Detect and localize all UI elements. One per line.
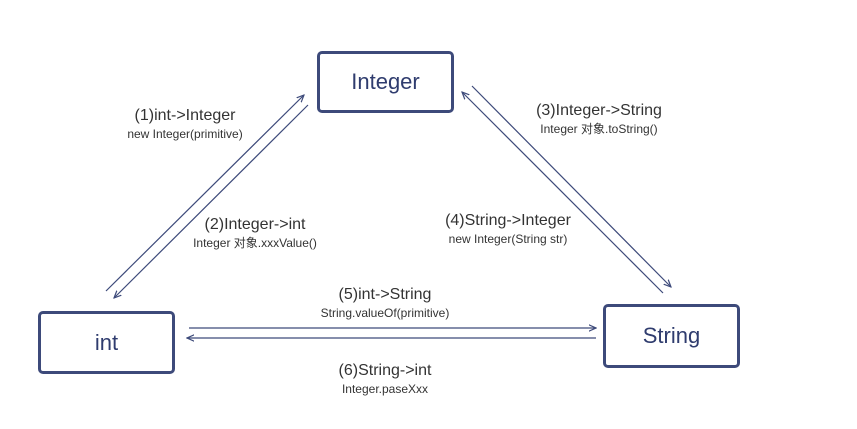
edge-detail: Integer.paseXxx [341, 382, 429, 396]
edge-title: (3)Integer->String [536, 102, 662, 119]
arrow-int-to-integer [105, 95, 304, 292]
arrow-integer-to-string [471, 85, 671, 287]
edge-detail: new Integer(String str) [448, 232, 568, 246]
arrow-string-to-integer [462, 92, 664, 294]
edge-detail: Integer 对象.toString() [540, 122, 658, 136]
node-string-label: String [642, 323, 701, 348]
edge-title: (6)String->int [338, 362, 432, 379]
node-string: String [603, 304, 740, 368]
edge-label-string-to-integer: (4)String->Integer new Integer(String st… [418, 211, 598, 247]
node-int: int [38, 311, 175, 374]
edge-label-int-to-string: (5)int->String String.valueOf(primitive) [290, 285, 480, 321]
edge-label-integer-to-int: (2)Integer->int Integer 对象.xxxValue() [162, 215, 348, 251]
edge-detail: Integer 对象.xxxValue() [193, 236, 317, 250]
edge-title: (5)int->String [338, 286, 432, 303]
node-int-label: int [94, 329, 119, 355]
edge-detail: String.valueOf(primitive) [320, 306, 450, 320]
node-integer-label: Integer [351, 69, 420, 94]
edge-title: (2)Integer->int [204, 216, 306, 233]
edge-label-string-to-int: (6)String->int Integer.paseXxx [290, 361, 480, 397]
edge-title: (4)String->Integer [445, 212, 571, 229]
edge-title: (1)int->Integer [134, 107, 236, 124]
arrow-integer-to-int [114, 104, 309, 298]
edge-detail: new Integer(primitive) [127, 127, 243, 141]
node-integer: Integer [317, 51, 454, 113]
edge-label-int-to-integer: (1)int->Integer new Integer(primitive) [92, 106, 278, 142]
edge-label-integer-to-string: (3)Integer->String Integer 对象.toString() [509, 101, 689, 137]
